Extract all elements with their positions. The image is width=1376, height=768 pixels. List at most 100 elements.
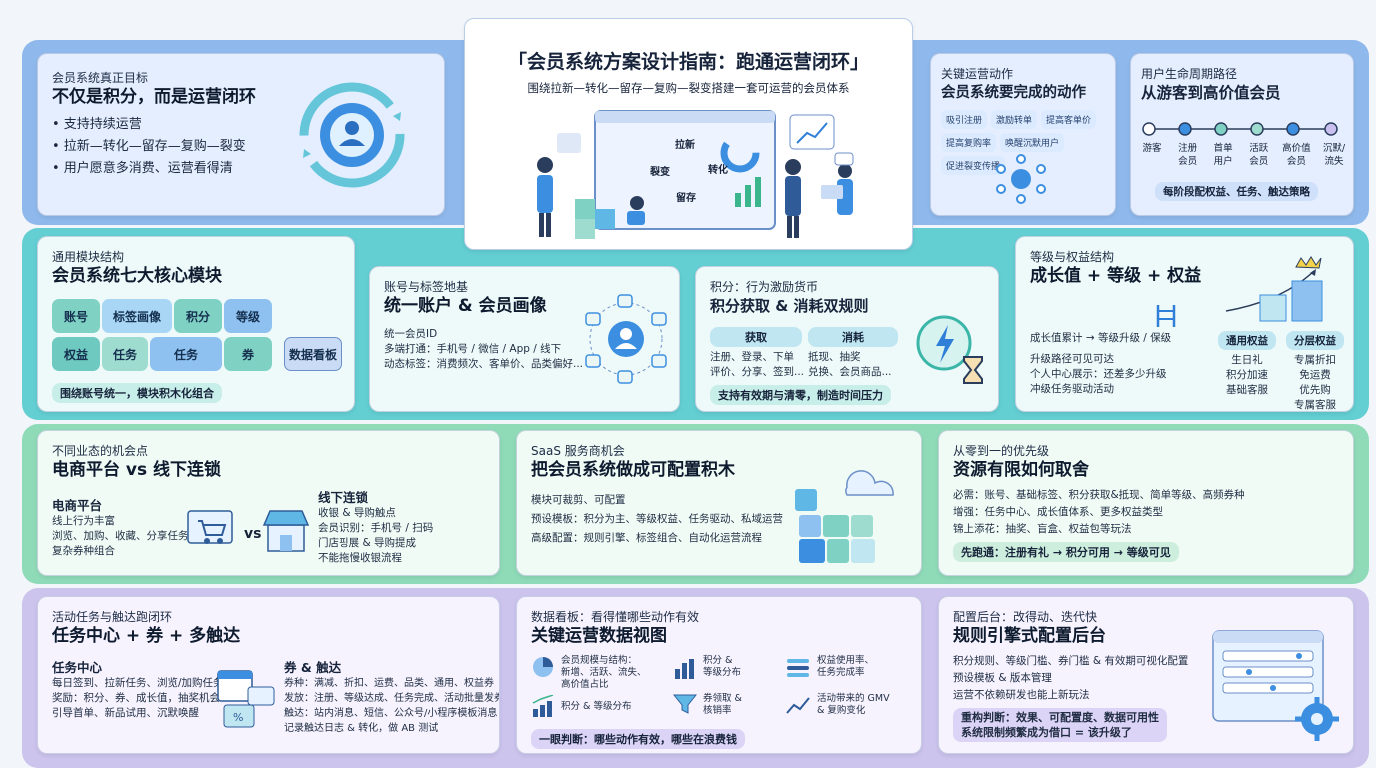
- module-tags: 标签画像: [102, 299, 172, 333]
- cycle-label: 拉新: [675, 140, 695, 151]
- lifecycle-step: 注册 会员: [1178, 143, 1198, 167]
- spend-line: 兑换、会员商品...: [808, 366, 892, 378]
- module-rights: 权益: [52, 337, 100, 371]
- scenes-title: 电商平台 vs 线下连锁: [52, 460, 222, 480]
- action-tag: 吸引注册: [941, 110, 988, 129]
- action-tag: 唤醒沉默用户: [1000, 133, 1065, 152]
- actions-card: 关键运营动作 会员系统要完成的动作 吸引注册 激励转单 提高客单价 提高复购率 …: [930, 53, 1116, 216]
- ecom-line: 复杂券种组合: [52, 545, 115, 557]
- rights-item: 生日礼: [1231, 354, 1263, 366]
- growth-bars-icon: [532, 695, 554, 717]
- priority-caption: 从零到一的优先级: [953, 444, 1050, 458]
- coupon-line: 发放：注册、等级达成、任务完成、活动批量发券: [284, 693, 500, 704]
- hero-card: 「会员系统方案设计指南：跑通运营闭环」 围绕拉新—转化—留存—复购—裂变搭建一套…: [464, 18, 913, 250]
- goal-bullet: • 用户愿意多消费、运营看得清: [52, 161, 233, 176]
- points-caption: 积分：行为激励货币: [710, 280, 819, 294]
- lifecycle-step: 首单 用户: [1213, 143, 1233, 167]
- settings-panel-icon: [1212, 630, 1339, 741]
- coupon-title: 券 & 触达: [284, 660, 342, 675]
- goal-card: 会员系统真正目标 不仅是积分，而是运营闭环 • 支持持续运营 • 拉新—转化—留…: [37, 53, 445, 216]
- cycle-label: 裂变: [650, 167, 670, 178]
- priority-line: 增强：任务中心、成长值体系、更多权益类型: [953, 506, 1163, 518]
- rights-item: 积分加速: [1226, 369, 1268, 381]
- spend-line: 抵现、抽奖: [808, 351, 861, 363]
- goal-bullet: • 支持持续运营: [52, 117, 142, 132]
- account-card: 账号与标签地基 统一账户 & 会员画像 统一会员ID 多端打通：手机号 / 微信…: [369, 266, 680, 412]
- pie-icon: [533, 657, 553, 677]
- dashboard-title: 关键运营数据视图: [531, 626, 667, 646]
- dashboard-item: 会员规模与结构： 新增、活跃、流失、 高价值占比: [561, 655, 647, 690]
- cycle-label: 留存: [676, 193, 696, 204]
- saas-title: 把会员系统做成可配置积木: [531, 460, 735, 480]
- lifecycle-step: 活跃 会员: [1249, 143, 1269, 167]
- action-tag: 促进裂变传播: [941, 156, 1006, 175]
- coupon-line: 记录触达日志 & 转化，做 AB 测试: [284, 723, 439, 734]
- tier-item: 免运费: [1299, 369, 1331, 381]
- ecom-line: 线上行为丰富: [52, 515, 115, 527]
- levels-caption: 等级与权益结构: [1030, 250, 1115, 264]
- module-tasks: 任务: [150, 337, 222, 371]
- goal-title: 不仅是积分，而是运营闭环: [52, 87, 256, 107]
- coupon-line: 券种：满减、折扣、运费、品类、通用、权益券: [284, 678, 494, 689]
- rights-label: 通用权益: [1218, 331, 1276, 350]
- hero-title: 「会员系统方案设计指南：跑通运营闭环」: [507, 51, 869, 73]
- config-title: 规则引擎式配置后台: [953, 626, 1106, 646]
- saas-line: 模块可裁剪、可配置: [531, 494, 626, 506]
- dashboard-caption: 数据看板：看得懂哪些动作有效: [531, 610, 700, 624]
- modules-caption: 通用模块结构: [52, 250, 125, 264]
- dashboard-card: 数据看板：看得懂哪些动作有效 关键运营数据视图 会员规模与结构： 新增、活跃、流…: [516, 596, 922, 754]
- action-tag: 提高复购率: [941, 133, 997, 152]
- scenes-caption: 不同业态的机会点: [52, 444, 149, 458]
- hero-subtitle: 围绕拉新—转化—留存—复购—裂变搭建一套可运营的会员体系: [527, 81, 850, 95]
- task-line: 奖励：积分、券、成长值，抽奖机会: [52, 692, 220, 704]
- offline-line: 会员识别：手机号 / 扫码: [318, 522, 434, 534]
- points-note: 支持有效期与清零，制造时间压力: [710, 385, 891, 405]
- modules-title: 会员系统七大核心模块: [52, 266, 222, 286]
- energy-hourglass-icon: [916, 315, 983, 384]
- actions-caption: 关键运营动作: [941, 67, 1014, 81]
- vs-label: vs: [244, 526, 262, 542]
- tier-item: 优先购: [1299, 384, 1331, 396]
- modules-note: 围绕账号统一，模块积木化组合: [52, 383, 222, 403]
- points-title: 积分获取 & 消耗双规则: [710, 297, 869, 315]
- ladder-icon: [1156, 305, 1176, 327]
- priority-line: 必需：账号、基础标签、积分获取&抵现、简单等级、高频券种: [953, 489, 1245, 501]
- task-line: 每日签到、拉新任务、浏览/加购任务: [52, 677, 224, 689]
- priority-note: 先跑通：注册有礼 → 积分可用 → 等级可见: [953, 542, 1179, 562]
- task-line: 引导首单、新品试用、沉默唤醒: [52, 707, 199, 719]
- levels-line: 个人中心展示：还差多少升级: [1030, 368, 1167, 380]
- config-note-line: 重构判断：效果、可配置度、数据可用性: [961, 711, 1159, 724]
- action-tag: 提高客单价: [1041, 110, 1097, 129]
- modules-card: 通用模块结构 会员系统七大核心模块 账号 标签画像 积分 等级 权益 任务 任务…: [37, 236, 355, 412]
- config-caption: 配置后台：改得动、迭代快: [953, 610, 1098, 624]
- offline-line: 收银 & 导购触点: [318, 507, 396, 519]
- priority-line: 锦上添花：抽奖、盲盒、权益包等玩法: [953, 523, 1132, 535]
- actions-title: 会员系统要完成的动作: [941, 85, 1086, 101]
- lifecycle-title: 从游客到高价值会员: [1141, 84, 1281, 102]
- cloud-blocks-icon: [795, 470, 894, 563]
- cycle-label: 转化: [708, 165, 728, 176]
- dashboard-item: 积分 & 等级分布: [561, 701, 632, 712]
- offline-line: 门店핑展 & 导购提成: [318, 537, 417, 549]
- svg-text:%: %: [233, 711, 243, 724]
- offline-line: 不能拖慢收银流程: [318, 552, 402, 564]
- account-line: 统一会员ID: [384, 328, 438, 340]
- dashboard-item: 积分 & 等级分布: [703, 655, 742, 678]
- task-center-title: 任务中心: [52, 660, 103, 675]
- store-icon: [262, 510, 310, 552]
- coupon-line: 触达：站内消息、短信、公众号/小程序模板消息: [284, 708, 498, 719]
- action-tag: 激励转单: [991, 110, 1038, 129]
- tasks-card: 活动任务与触达跑闭环 任务中心 + 券 + 多触达 任务中心 每日签到、拉新任务…: [37, 596, 500, 754]
- earn-line: 注册、登录、下单: [710, 351, 794, 363]
- levels-line: 升级路径可见可达: [1030, 353, 1114, 365]
- lifecycle-caption: 用户生命周期路径: [1141, 67, 1238, 81]
- dashboard-note: 一眼判断：哪些动作有效，哪些在浪费钱: [531, 729, 745, 749]
- lifecycle-step: 沉默/ 流失: [1322, 143, 1346, 167]
- config-card: 配置后台：改得动、迭代快 规则引擎式配置后台 积分规则、等级门槛、券门槛 & 有…: [938, 596, 1354, 754]
- funnel-icon: [673, 694, 697, 714]
- offline-title: 线下连锁: [318, 490, 369, 505]
- priority-title: 资源有限如何取舍: [953, 460, 1089, 480]
- earn-line: 评价、分享、签到...: [710, 366, 805, 378]
- tier-item: 专属折扣: [1294, 354, 1336, 366]
- calendar-coupon-icon: %: [217, 670, 275, 728]
